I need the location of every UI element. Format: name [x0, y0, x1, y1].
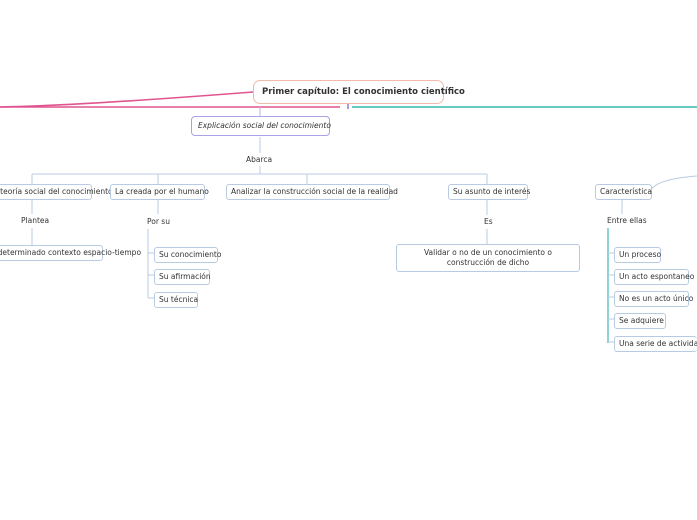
left-branch-line	[0, 91, 254, 108]
contexto-espacio-tiempo[interactable]: Un determinado contexto espacio-tiempo	[0, 245, 141, 261]
abarca-label: Abarca	[246, 155, 273, 164]
su-tecnica[interactable]: Su técnica	[154, 292, 198, 308]
es-label: Es	[484, 217, 493, 226]
branch-teoria-social[interactable]: La teoría social del conocimiento	[0, 184, 113, 200]
su-conocimiento[interactable]: Su conocimiento	[154, 247, 221, 263]
branch-caracteristica[interactable]: Característica	[595, 184, 652, 200]
plantea-label: Plantea	[21, 216, 50, 225]
su-afirmacion[interactable]: Su afirmación	[154, 269, 211, 285]
branch-asunto-interes[interactable]: Su asunto de interés	[448, 184, 530, 200]
por-su-label: Por su	[147, 217, 170, 226]
explicacion-topic[interactable]: Explicación social del conocimiento	[191, 116, 331, 136]
caracteristica-acto-espontaneo[interactable]: Un acto espontaneo	[614, 269, 694, 285]
caracteristica-serie-actividades[interactable]: Una serie de actividades	[614, 336, 697, 352]
caracteristica-no-acto-unico[interactable]: No es un acto único	[614, 291, 693, 307]
branch-construccion-social[interactable]: Analizar la construcción social de la re…	[226, 184, 398, 200]
root-topic[interactable]: Primer capítulo: El conocimiento científ…	[253, 80, 465, 104]
branch-creada-humano[interactable]: La creada por el humano	[110, 184, 209, 200]
caracteristica-se-adquiere[interactable]: Se adquiere	[614, 313, 666, 329]
entre-ellas-label: Entre ellas	[607, 216, 647, 225]
caracteristica-proceso[interactable]: Un proceso	[614, 247, 661, 263]
validar-conocimiento[interactable]: Validar o no de un conocimiento o constr…	[396, 244, 580, 272]
